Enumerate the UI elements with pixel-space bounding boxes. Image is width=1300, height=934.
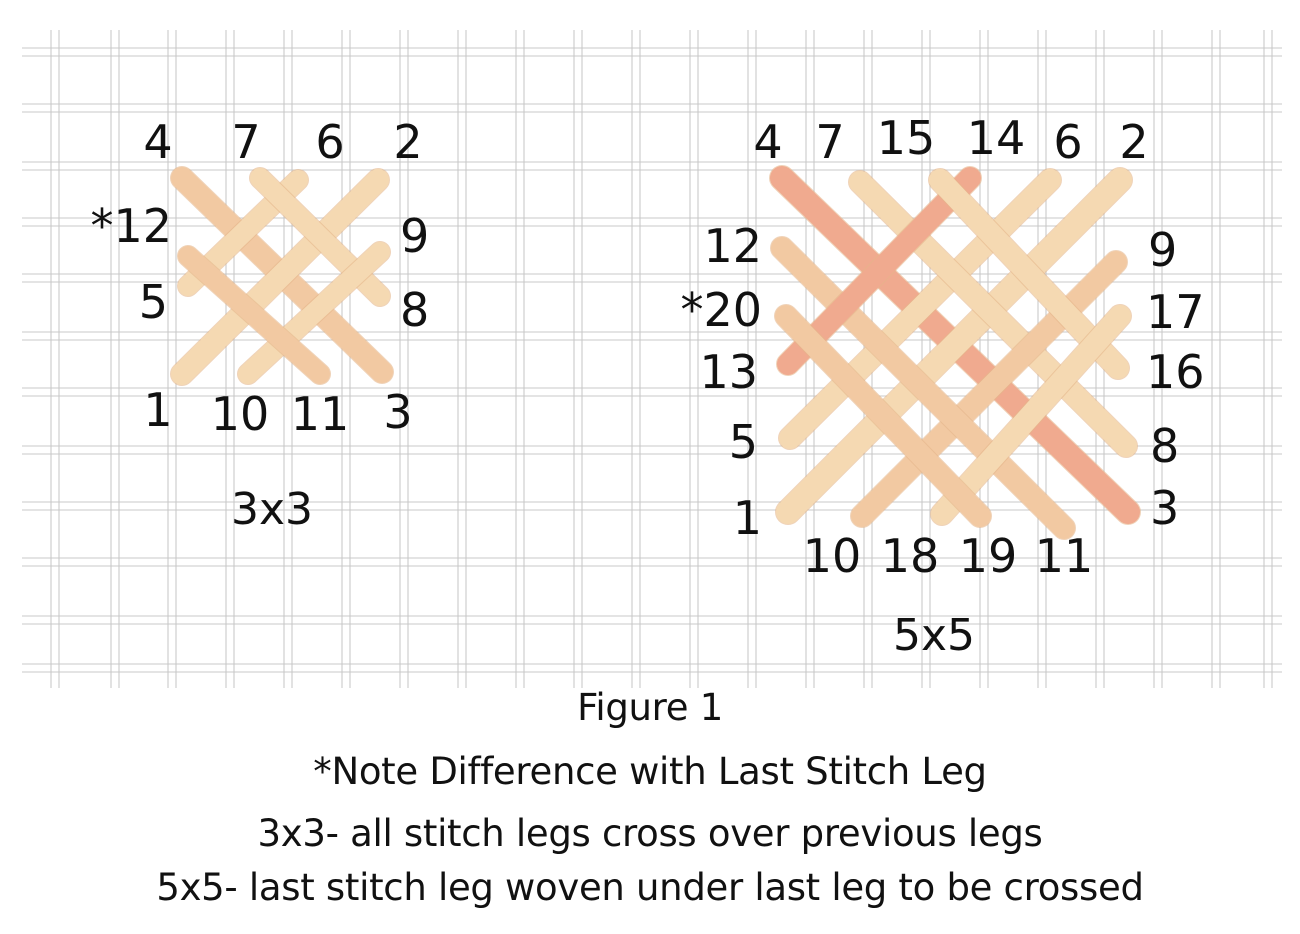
stitch-leg: [177, 245, 331, 385]
stitch-leg: [778, 168, 1062, 450]
figure-title: Figure 1: [577, 686, 723, 729]
canvas-grid: [22, 30, 1282, 688]
label-5x5-left-5: 1: [733, 491, 762, 545]
stitch-leg: [848, 170, 1138, 458]
label-3x3-bottom-3: 11: [291, 387, 350, 441]
label-5x5-bottom-3: 19: [959, 529, 1018, 583]
diagram-3x3-title: 3x3: [231, 484, 313, 535]
label-3x3-top-4: 2: [393, 115, 422, 169]
label-5x5-top-5: 6: [1053, 115, 1082, 169]
label-3x3-top-1: 4: [143, 115, 172, 169]
label-5x5-right-5: 3: [1150, 481, 1179, 535]
diagram-5x5-title: 5x5: [893, 610, 975, 661]
caption-3x3: 3x3- all stitch legs cross over previous…: [257, 812, 1043, 855]
stitch-leg: [770, 236, 1076, 540]
label-5x5-top-4: 14: [967, 111, 1026, 165]
stitch-leg: [774, 304, 992, 528]
label-5x5-left-3: 13: [699, 345, 758, 399]
stitch-leg: [170, 168, 390, 386]
label-5x5-right-3: 16: [1146, 345, 1205, 399]
label-5x5-top-3: 15: [877, 111, 936, 165]
stitches-3x3: [170, 166, 394, 386]
caption-5x5: 5x5- last stitch leg woven under last le…: [156, 866, 1144, 909]
label-3x3-bottom-4: 3: [383, 385, 412, 439]
label-3x3-bottom-2: 10: [211, 387, 270, 441]
label-5x5-left-1: 12: [703, 219, 762, 273]
label-5x5-left-4: 5: [729, 415, 758, 469]
label-5x5-top-1: 4: [753, 115, 782, 169]
label-3x3-right-2: 8: [400, 283, 429, 337]
diagram-5x5: 4 7 15 14 6 2 12 *20 13 5 1 9 17 16 8 3 …: [680, 111, 1204, 661]
stitch-leg: [237, 241, 391, 385]
label-5x5-right-1: 9: [1148, 223, 1177, 277]
label-5x5-top-6: 2: [1119, 115, 1148, 169]
stitches-5x5: [769, 165, 1141, 540]
caption-note: *Note Difference with Last Stitch Leg: [313, 750, 987, 793]
stitch-leg: [775, 167, 1133, 525]
diagram-3x3: 4 7 6 2 *12 5 9 8 1 10 11 3 3x3: [90, 115, 429, 535]
label-3x3-top-3: 6: [315, 115, 344, 169]
label-5x5-right-2: 17: [1146, 285, 1205, 339]
label-5x5-bottom-1: 10: [803, 529, 862, 583]
label-3x3-left-2: 5: [139, 275, 168, 329]
stitch-leg: [930, 304, 1132, 526]
label-3x3-left-1: *12: [90, 199, 172, 253]
label-3x3-right-1: 9: [400, 209, 429, 263]
label-5x5-bottom-2: 18: [881, 529, 940, 583]
label-3x3-bottom-1: 1: [143, 383, 172, 437]
label-5x5-top-2: 7: [815, 115, 844, 169]
label-5x5-left-2: *20: [680, 283, 762, 337]
label-5x5-right-4: 8: [1150, 419, 1179, 473]
label-5x5-bottom-4: 11: [1035, 529, 1094, 583]
label-3x3-top-2: 7: [231, 115, 260, 169]
